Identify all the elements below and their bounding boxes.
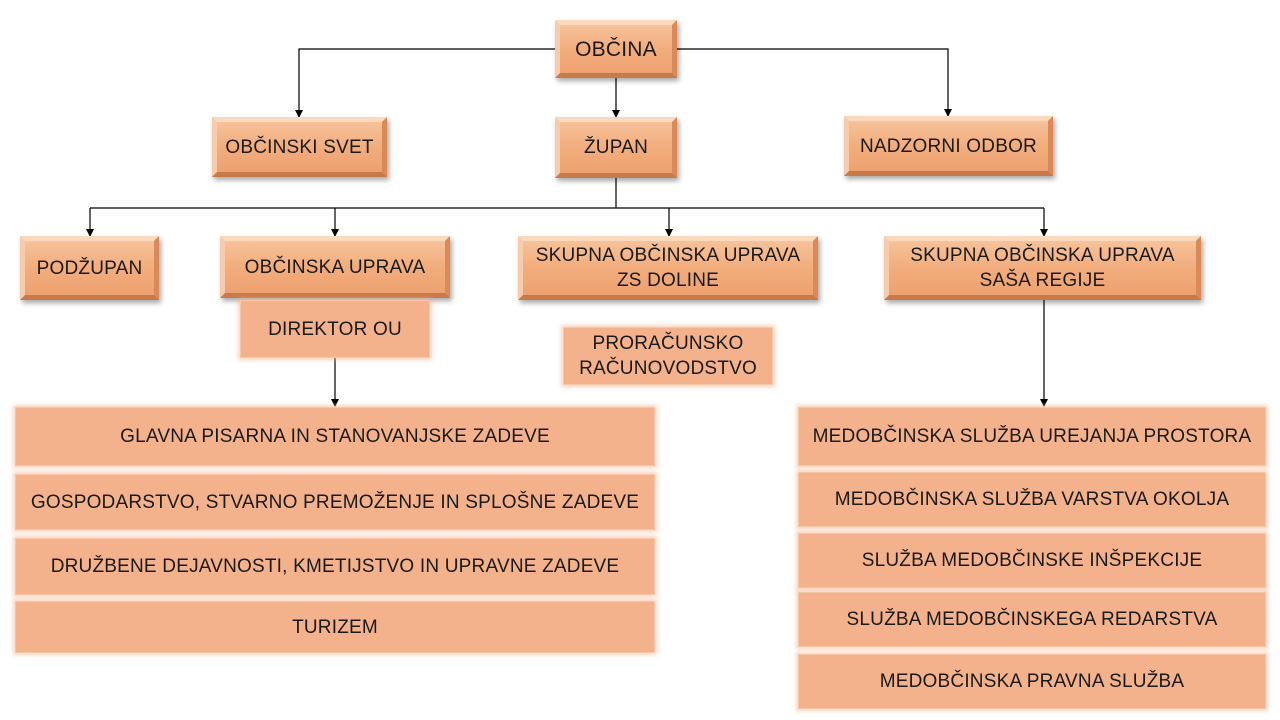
- service-label: MEDOBČINSKA PRAVNA SLUŽBA: [879, 671, 1185, 692]
- box-municipal-administration[interactable]: OBČINSKA UPRAVA: [220, 236, 450, 298]
- root-label: OBČINA: [575, 37, 657, 61]
- service-label: SLUŽBA MEDOBČINSKEGA REDARSTVA: [846, 609, 1218, 630]
- box-supervisory-board[interactable]: NADZORNI ODBOR: [844, 116, 1053, 176]
- box-service[interactable]: SLUŽBA MEDOBČINSKEGA REDARSTVA: [798, 592, 1266, 647]
- supervisory-label: NADZORNI ODBOR: [860, 135, 1037, 157]
- joint-admin-sasa-line1: SKUPNA OBČINSKA UPRAVA: [910, 245, 1175, 266]
- box-mayor[interactable]: ŽUPAN: [555, 117, 677, 178]
- box-service[interactable]: MEDOBČINSKA SLUŽBA UREJANJA PROSTORA: [798, 407, 1266, 466]
- admin-unit-label: TURIZEM: [292, 616, 378, 638]
- joint-admin-zs-line1: SKUPNA OBČINSKA UPRAVA: [535, 245, 801, 266]
- box-admin-unit[interactable]: TURIZEM: [15, 601, 655, 653]
- root-box-obcina[interactable]: OBČINA: [555, 20, 677, 78]
- connector-root-supervisory: [677, 48, 952, 117]
- director-label: DIREKTOR OU: [268, 318, 402, 340]
- connector-root-council: [295, 48, 555, 118]
- service-label: MEDOBČINSKA SLUŽBA UREJANJA PROSTORA: [812, 426, 1252, 447]
- box-deputy-mayor[interactable]: PODŽUPAN: [20, 236, 159, 300]
- joint-admin-zs-line2: ZS DOLINE: [616, 270, 720, 291]
- council-label: OBČINSKI SVET: [225, 136, 374, 158]
- box-director[interactable]: DIREKTOR OU: [240, 300, 430, 358]
- service-label: MEDOBČINSKA SLUŽBA VARSTVA OKOLJA: [834, 489, 1230, 510]
- box-admin-unit[interactable]: DRUŽBENE DEJAVNOSTI, KMETIJSTVO IN UPRAV…: [15, 538, 655, 595]
- box-municipal-council[interactable]: OBČINSKI SVET: [212, 117, 387, 177]
- box-budget-accounting[interactable]: PRORAČUNSKO RAČUNOVODSTVO: [563, 327, 773, 385]
- box-joint-admin-zs-doline[interactable]: SKUPNA OBČINSKA UPRAVA ZS DOLINE: [518, 236, 818, 300]
- box-admin-unit[interactable]: GOSPODARSTVO, STVARNO PREMOŽENJE IN SPLO…: [15, 474, 655, 530]
- service-label: SLUŽBA MEDOBČINSKE INŠPEKCIJE: [861, 550, 1203, 571]
- municipal-admin-label: OBČINSKA UPRAVA: [244, 256, 426, 278]
- joint-admin-sasa-line2: SAŠA REGIJE: [979, 270, 1106, 291]
- budget-line2: RAČUNOVODSTVO: [579, 358, 757, 379]
- admin-unit-label: GOSPODARSTVO, STVARNO PREMOŽENJE IN SPLO…: [30, 491, 640, 513]
- admin-unit-label: DRUŽBENE DEJAVNOSTI, KMETIJSTVO IN UPRAV…: [50, 556, 620, 577]
- box-admin-unit[interactable]: GLAVNA PISARNA IN STANOVANJSKE ZADEVE: [15, 407, 655, 466]
- admin-unit-label: GLAVNA PISARNA IN STANOVANJSKE ZADEVE: [120, 426, 550, 447]
- box-service[interactable]: MEDOBČINSKA SLUŽBA VARSTVA OKOLJA: [798, 472, 1266, 527]
- budget-line1: PRORAČUNSKO: [592, 333, 744, 354]
- box-service[interactable]: SLUŽBA MEDOBČINSKE INŠPEKCIJE: [798, 533, 1266, 588]
- box-service[interactable]: MEDOBČINSKA PRAVNA SLUŽBA: [798, 654, 1266, 709]
- deputy-mayor-label: PODŽUPAN: [36, 257, 143, 279]
- mayor-label: ŽUPAN: [584, 137, 648, 158]
- box-joint-admin-sasa[interactable]: SKUPNA OBČINSKA UPRAVA SAŠA REGIJE: [884, 236, 1201, 300]
